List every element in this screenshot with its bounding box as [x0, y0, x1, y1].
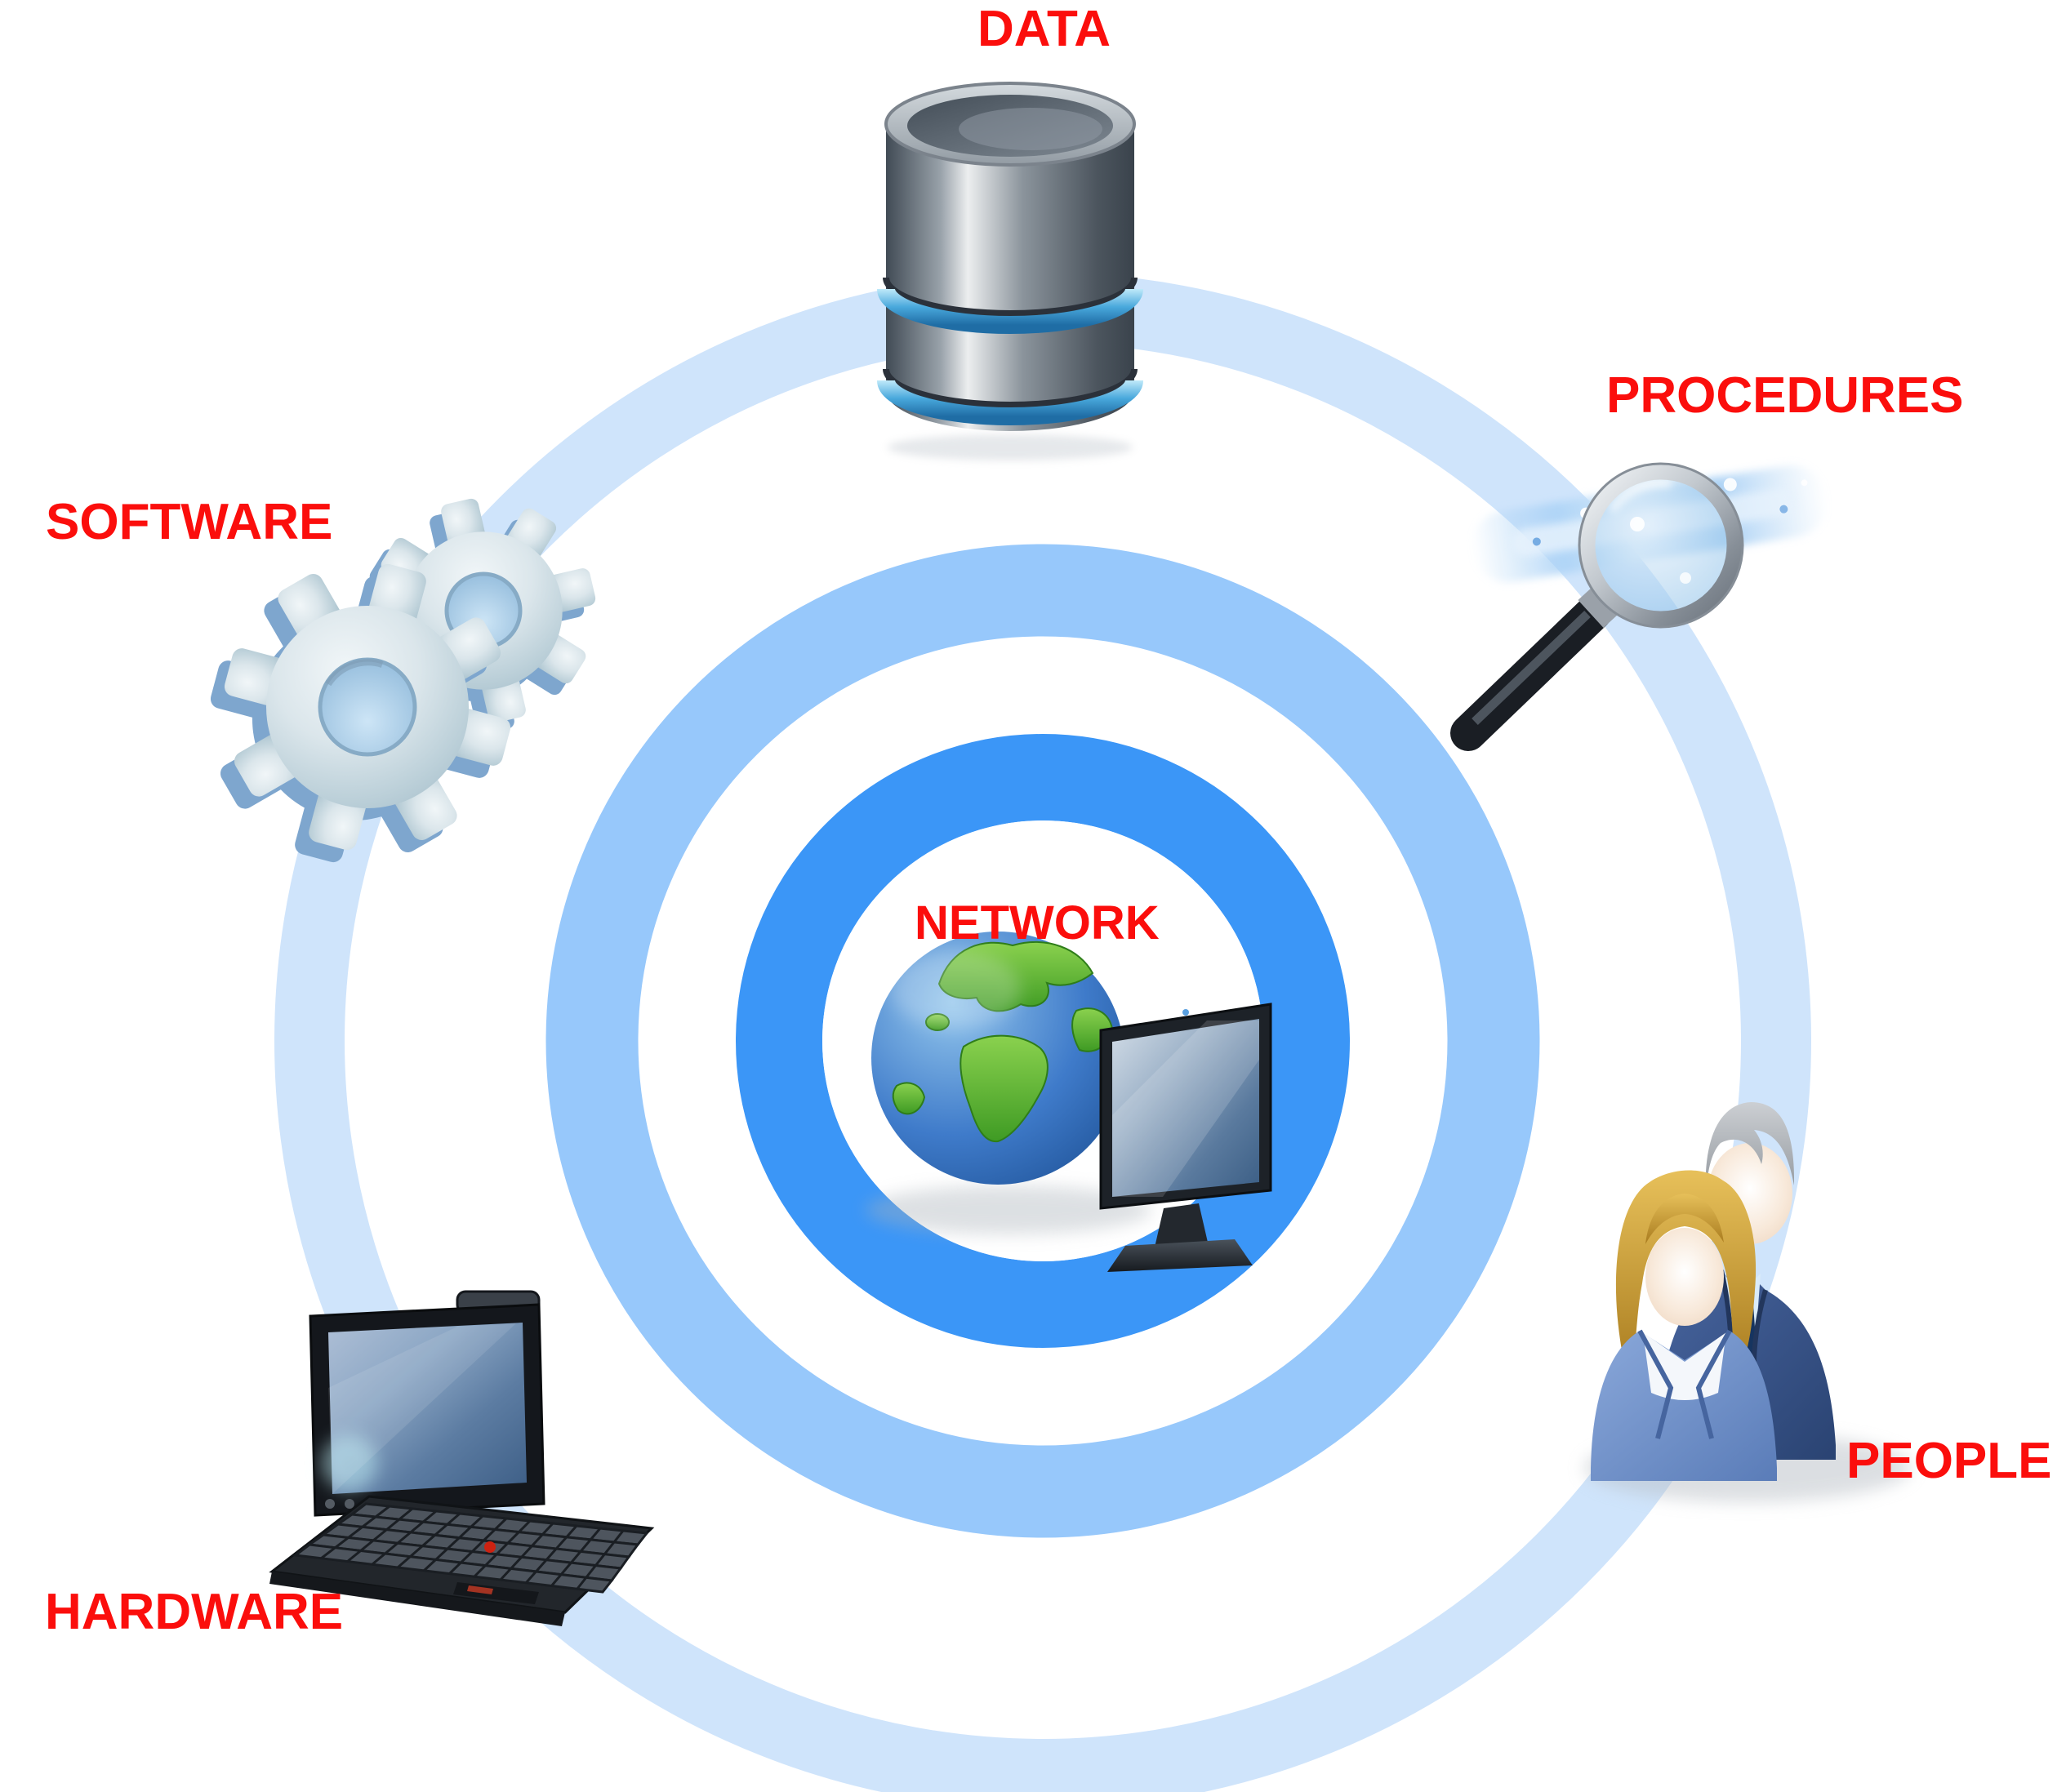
man-hair [1705, 1102, 1795, 1198]
database-joint-edge-2 [883, 368, 1138, 408]
database-joint-edge-1 [883, 277, 1138, 317]
label-people: PEOPLE [1846, 1433, 2052, 1489]
database-body [886, 124, 1134, 431]
woman-face [1645, 1228, 1724, 1326]
database-top-sheen [959, 108, 1102, 150]
gear-large [177, 531, 544, 896]
monitor-sheen [1112, 1021, 1259, 1197]
globe-monitor-icon [866, 932, 1272, 1272]
label-hardware: HARDWARE [45, 1584, 344, 1640]
laptop-screen-sheen [328, 1323, 516, 1494]
ring-inner [736, 734, 1350, 1348]
label-procedures: PROCEDURES [1606, 367, 1964, 424]
ring-middle [545, 544, 1540, 1538]
magnifying-glass-icon [1450, 462, 1828, 751]
lens-highlight [1609, 478, 1672, 513]
monitor-screen [1112, 1019, 1259, 1197]
person-woman [1591, 1170, 1777, 1481]
database-icon [877, 82, 1143, 460]
database-shadow [888, 434, 1133, 460]
trackpoint [484, 1541, 496, 1553]
magnifier-handle-highlight [1472, 611, 1591, 725]
globe-highlight [890, 950, 1021, 1029]
monitor-base [1107, 1239, 1253, 1272]
red-button [467, 1585, 493, 1594]
magnifier-lens [1595, 479, 1727, 611]
magnifier-rim [1579, 464, 1743, 627]
laptop-screen-glow [322, 1435, 377, 1491]
woman-lapel-left [1637, 1329, 1674, 1439]
monitor-webcam [1182, 1009, 1189, 1016]
network-shadow [866, 1185, 1151, 1234]
database-blue-band-2 [877, 379, 1143, 425]
laptop-key-lines [320, 1505, 625, 1590]
lens-sparkle-1 [1630, 517, 1645, 531]
laptop-front-edge [269, 1572, 565, 1626]
bezel-button-1 [325, 1499, 335, 1509]
label-data: DATA [977, 1, 1111, 57]
woman-lapel-right [1695, 1329, 1732, 1439]
magnifier-rim-edge [1578, 462, 1744, 629]
woman-blouse [1643, 1332, 1726, 1400]
gears-icon [177, 456, 639, 896]
label-network: NETWORK [915, 896, 1160, 949]
people-icon [1584, 1102, 1911, 1502]
woman-bangs [1645, 1194, 1724, 1244]
laptop-icon [269, 1290, 655, 1626]
laptop-screen [328, 1323, 527, 1494]
bezel-button-2 [345, 1499, 354, 1509]
monitor-stand [1154, 1203, 1209, 1251]
woman-jacket [1591, 1331, 1777, 1481]
lens-sparkle-2 [1680, 572, 1691, 584]
database-blue-band-1 [877, 287, 1143, 334]
label-software: SOFTWARE [46, 494, 333, 550]
